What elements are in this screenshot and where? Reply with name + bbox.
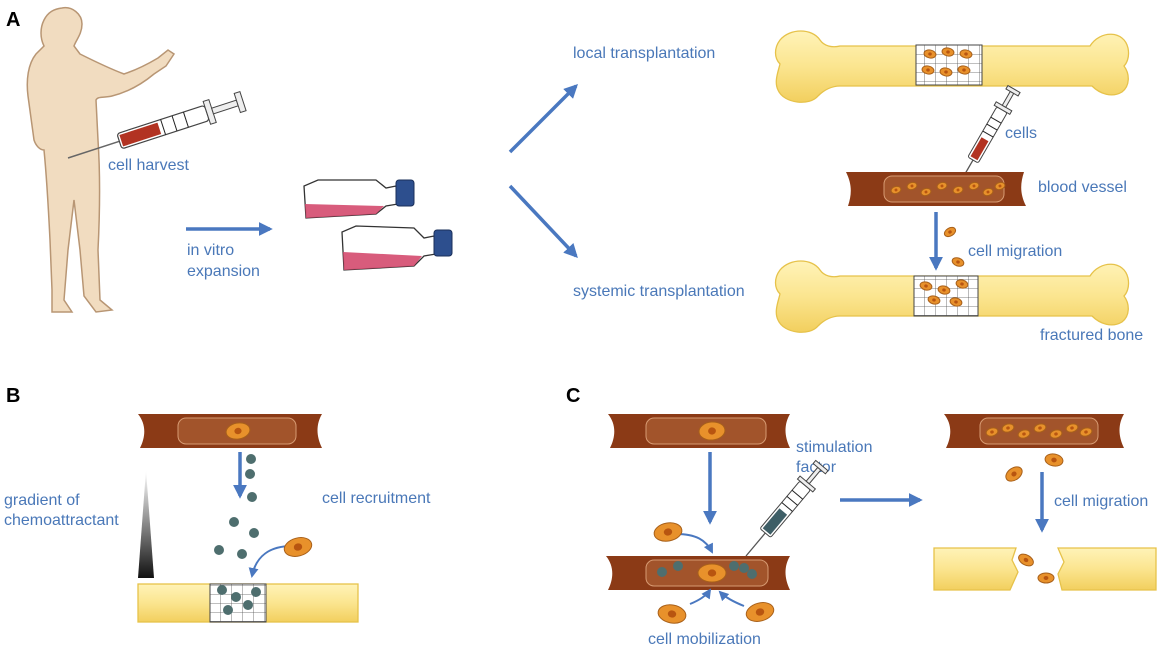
- label-cell-migration-c: cell migration: [1054, 493, 1148, 510]
- chemoattractant-dot: [739, 563, 749, 573]
- chemoattractant-dot: [214, 545, 224, 555]
- chemoattractant-dot: [231, 592, 241, 602]
- chemoattractant-dot: [229, 517, 239, 527]
- migrating-cell: [1037, 572, 1055, 584]
- bone-cell: [955, 279, 969, 289]
- vessel-cell: [982, 187, 994, 197]
- vessel-cell: [1033, 423, 1047, 433]
- vessel-cell: [698, 421, 726, 441]
- chemoattractant-dot: [251, 587, 261, 597]
- panel-label-c: C: [566, 385, 580, 407]
- chemoattractant-dot: [747, 569, 757, 579]
- vessel-cell: [1017, 429, 1031, 439]
- chemoattractant-dot: [223, 605, 233, 615]
- migrating-cell: [1018, 553, 1034, 567]
- vessel-cell: [936, 181, 948, 191]
- vessel-cell: [906, 181, 918, 191]
- arrow-to-systemic: [508, 184, 578, 259]
- chemoattractant-dot: [729, 561, 739, 571]
- bone-cell: [949, 297, 963, 307]
- vessel-cell: [952, 185, 964, 195]
- arrow-mobilize-1: [675, 533, 713, 554]
- bone-cell: [941, 47, 955, 57]
- label-local-transplantation: local transplantation: [573, 45, 715, 62]
- vessel-cell: [985, 427, 999, 437]
- label-cell-migration-a: cell migration: [968, 243, 1062, 260]
- bone-cell: [923, 49, 937, 59]
- chemoattractant-dot: [246, 454, 256, 464]
- label-blood-vessel: blood vessel: [1038, 179, 1127, 196]
- label-cell-harvest: cell harvest: [108, 157, 189, 174]
- culture-flask-2: [341, 225, 453, 271]
- cells-layer: [214, 47, 1093, 624]
- chemoattractant-dot: [249, 528, 259, 538]
- bone-cell: [937, 285, 951, 295]
- chemoattractant-dot: [237, 549, 247, 559]
- human-figure: [26, 6, 176, 313]
- migrating-cell: [1005, 466, 1023, 482]
- migrating-cell: [943, 226, 957, 238]
- stimulation-syringe: [745, 459, 829, 557]
- chemoattractant-dot: [657, 567, 667, 577]
- label-in-vitro: in vitro: [187, 242, 234, 259]
- blood-vessel-c-right: [944, 414, 1124, 448]
- vessel-cell: [697, 563, 727, 583]
- label-cells: cells: [1005, 125, 1037, 142]
- mobilizing-cell: [657, 604, 687, 624]
- label-stimulation: stimulation: [796, 439, 872, 456]
- mobilizing-cell: [653, 522, 683, 542]
- bone-cell: [921, 65, 935, 75]
- vessel-cell: [968, 181, 980, 191]
- label-cell-recruitment: cell recruitment: [322, 490, 431, 507]
- chemoattractant-dot: [673, 561, 683, 571]
- long-bone-local: [774, 30, 1130, 103]
- label-cell-mobilization: cell mobilization: [648, 631, 761, 648]
- harvest-syringe: [67, 91, 247, 159]
- vessel-cell: [890, 185, 902, 195]
- arrow-mobilize-2: [689, 588, 712, 605]
- chemoattractant-dot: [247, 492, 257, 502]
- recruited-cell: [283, 537, 313, 557]
- migrating-cell: [1044, 453, 1064, 467]
- arrow-to-local: [508, 84, 578, 154]
- vessel-cell: [1049, 429, 1063, 439]
- culture-flask-1: [303, 179, 415, 219]
- panel-label-b: B: [6, 385, 20, 407]
- chemoattractant-dot: [245, 469, 255, 479]
- vessel-cell: [1065, 423, 1079, 433]
- vessel-cell: [225, 422, 251, 440]
- bone-cell: [957, 65, 971, 75]
- migrating-cell: [951, 257, 965, 267]
- label-fractured-bone: fractured bone: [1040, 327, 1143, 344]
- chemoattractant-dot: [217, 585, 227, 595]
- bone-cell: [919, 281, 933, 291]
- vessel-cell: [920, 187, 932, 197]
- label-expansion: expansion: [187, 263, 260, 280]
- bone-cell: [959, 49, 973, 59]
- vessel-cell: [994, 181, 1006, 191]
- label-gradient-of: gradient of: [4, 492, 80, 509]
- fractured-bone-c: [933, 547, 1157, 591]
- bone-cell: [939, 67, 953, 77]
- panel-label-a: A: [6, 9, 20, 31]
- gradient-wedge: [138, 470, 154, 578]
- label-chemoattractant: chemoattractant: [4, 512, 119, 529]
- bone-cell: [927, 295, 941, 305]
- vessel-cell: [1001, 423, 1015, 433]
- chemoattractant-dot: [243, 600, 253, 610]
- arrow-mobilize-3: [718, 590, 745, 607]
- mobilizing-cell: [745, 602, 775, 622]
- long-bone-fractured: [774, 260, 1130, 333]
- label-systemic-transplantation: systemic transplantation: [573, 283, 745, 300]
- vessel-cell: [1079, 427, 1093, 437]
